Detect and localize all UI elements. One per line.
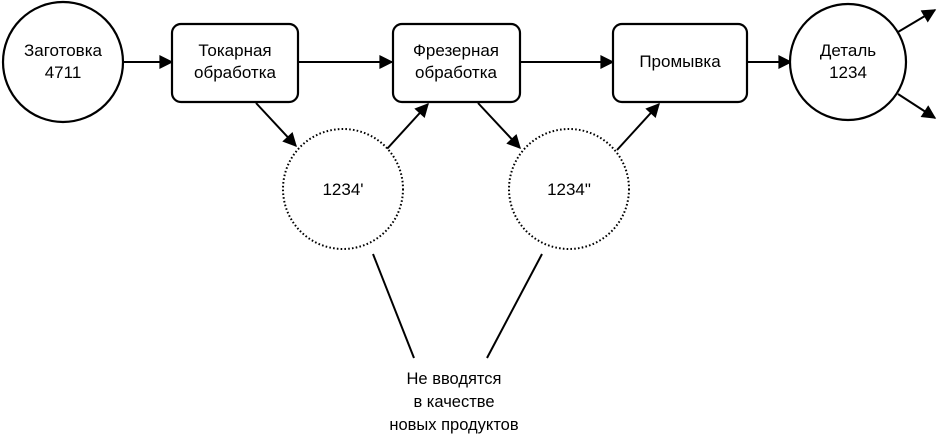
edges bbox=[123, 9, 937, 359]
node-turning-box bbox=[170, 22, 300, 104]
annotation-pointer-left bbox=[372, 253, 415, 359]
node-intermediate2-circle bbox=[508, 128, 630, 250]
node-washing-label: Промывка bbox=[639, 52, 721, 71]
edge-milling-to-intermediate2 bbox=[477, 102, 521, 150]
node-blank-line1: Заготовка bbox=[24, 41, 103, 60]
node-milling-line2: обработка bbox=[415, 63, 498, 82]
edge-intermediate1-to-milling bbox=[385, 102, 429, 151]
node-milling-line1: Фрезерная bbox=[413, 41, 499, 60]
edge-part-output-upper bbox=[897, 9, 937, 33]
node-blank-circle bbox=[1, 0, 125, 124]
node-milling: Фрезерная обработка bbox=[391, 22, 522, 104]
annotation-line3: новых продуктов bbox=[389, 416, 519, 434]
node-intermediate-1: 1234' bbox=[282, 128, 404, 250]
node-blank-line2: 4711 bbox=[45, 63, 82, 82]
node-intermediate1-circle bbox=[282, 128, 404, 250]
node-intermediate2-label: 1234" bbox=[547, 180, 591, 199]
node-part-circle bbox=[788, 2, 908, 122]
edge-part-output-lower bbox=[897, 93, 937, 119]
annotation-line1: Не вводятся bbox=[407, 370, 502, 388]
node-intermediate-2: 1234" bbox=[508, 128, 630, 250]
annotation-pointer-right bbox=[486, 253, 543, 359]
node-turning-line1: Токарная bbox=[198, 41, 271, 60]
node-milling-box bbox=[391, 22, 522, 104]
annotation-line2: в качестве bbox=[413, 393, 494, 411]
node-intermediate1-label: 1234' bbox=[322, 180, 363, 199]
node-washing: Промывка bbox=[611, 22, 749, 104]
node-washing-box bbox=[611, 22, 749, 104]
node-turning: Токарная обработка bbox=[170, 22, 300, 104]
node-blank-4711: Заготовка 4711 bbox=[1, 0, 125, 124]
edge-turning-to-intermediate1 bbox=[255, 102, 297, 148]
node-turning-line2: обработка bbox=[194, 63, 277, 82]
node-part-line1: Деталь bbox=[820, 41, 876, 60]
node-part-line2: 1234 bbox=[829, 63, 867, 82]
edge-intermediate2-to-washing bbox=[616, 102, 660, 151]
node-part-1234: Деталь 1234 bbox=[788, 2, 908, 122]
annotation-not-new-products: Не вводятся в качестве новых продуктов bbox=[389, 370, 519, 434]
